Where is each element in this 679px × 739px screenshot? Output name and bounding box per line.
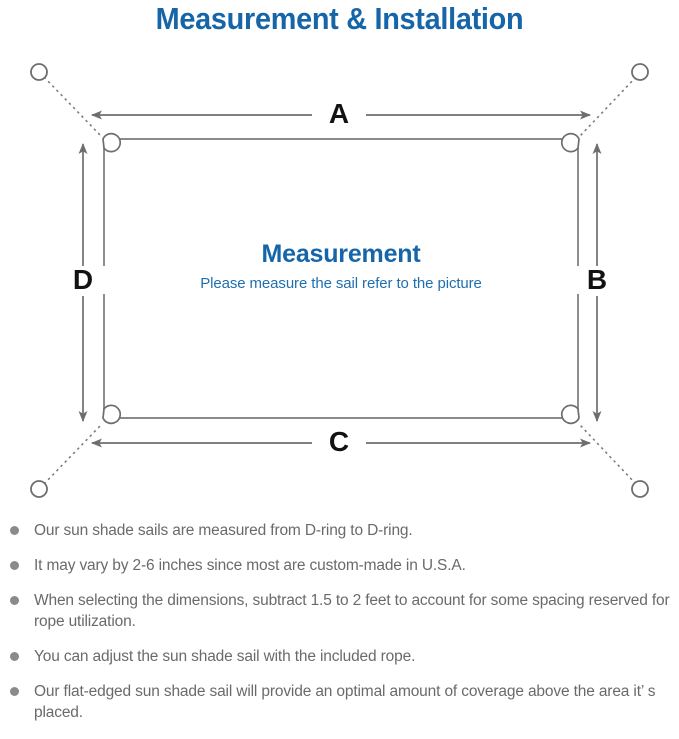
anchor-circles bbox=[30, 63, 649, 498]
measurement-diagram: Measurement Please measure the sail refe… bbox=[0, 44, 679, 514]
list-item: Our flat-edged sun shade sail will provi… bbox=[0, 681, 679, 723]
bullet-icon bbox=[10, 596, 19, 605]
d-ring-top-left bbox=[102, 132, 122, 153]
anchor-point-top-right bbox=[631, 63, 649, 81]
bullet-icon bbox=[10, 561, 19, 570]
list-item-text: When selecting the dimensions, subtract … bbox=[34, 592, 670, 630]
list-item-text: Our flat-edged sun shade sail will provi… bbox=[34, 683, 656, 721]
page-title: Measurement & Installation bbox=[155, 1, 524, 36]
rope-top-left bbox=[43, 76, 102, 137]
sail-rectangle bbox=[103, 138, 579, 419]
anchor-point-top-left bbox=[30, 63, 48, 81]
list-item-text: Our sun shade sails are measured from D-… bbox=[34, 522, 413, 539]
d-ring-top-right bbox=[560, 132, 580, 153]
list-item: When selecting the dimensions, subtract … bbox=[0, 590, 679, 632]
anchor-point-bottom-right bbox=[631, 480, 649, 498]
d-ring-bottom-left bbox=[102, 404, 122, 425]
rope-bottom-left bbox=[43, 424, 102, 485]
rope-lines bbox=[43, 76, 637, 485]
d-ring-bottom-right bbox=[560, 404, 580, 425]
bullet-icon bbox=[10, 652, 19, 661]
list-item-text: It may vary by 2-6 inches since most are… bbox=[34, 557, 466, 574]
rope-bottom-right bbox=[579, 424, 637, 485]
notes-list: Our sun shade sails are measured from D-… bbox=[0, 520, 679, 737]
anchor-point-bottom-left bbox=[30, 480, 48, 498]
list-item-text: You can adjust the sun shade sail with t… bbox=[34, 648, 416, 665]
list-item: It may vary by 2-6 inches since most are… bbox=[0, 555, 679, 576]
bullet-icon bbox=[10, 526, 19, 535]
list-item: Our sun shade sails are measured from D-… bbox=[0, 520, 679, 541]
list-item: You can adjust the sun shade sail with t… bbox=[0, 646, 679, 667]
d-rings bbox=[102, 132, 580, 425]
rope-top-right bbox=[579, 76, 637, 137]
bullet-icon bbox=[10, 687, 19, 696]
diagram-canvas bbox=[30, 63, 649, 498]
